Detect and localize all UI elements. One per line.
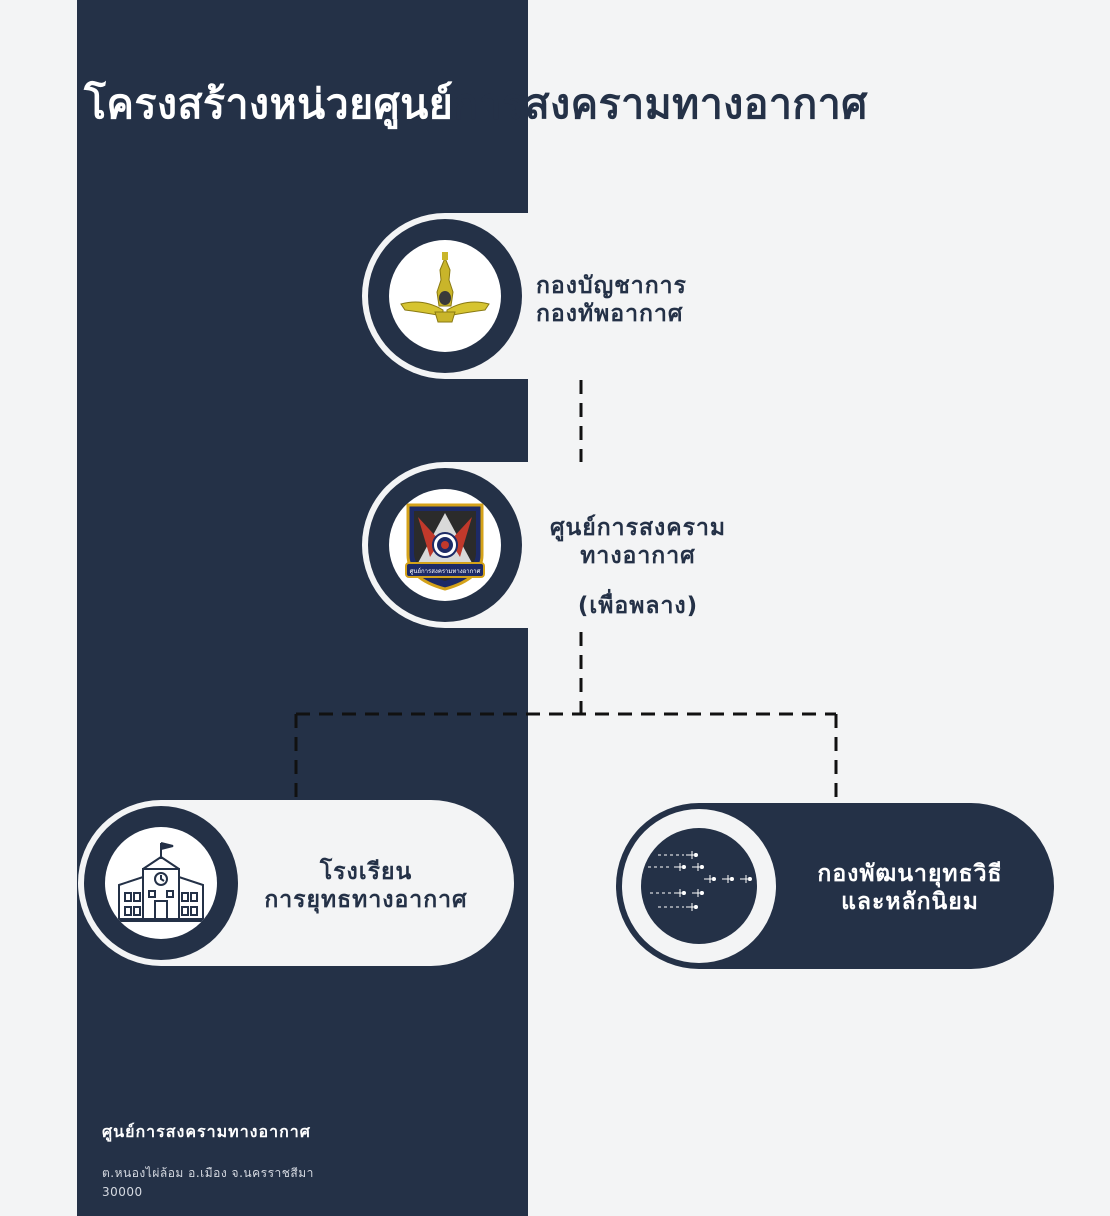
node-school-line2: การยุทธทางอากาศ (264, 887, 468, 913)
shield-emblem-icon: ศูนย์การสงครามทางอากาศ (405, 503, 485, 591)
footer-title: ศูนย์การสงครามทางอากาศ (102, 1122, 311, 1141)
page-title: โครงสร้างหน่วยศูนย์การสงครามทางอากาศ (84, 72, 1104, 137)
node-hq-line2: กองทัพอากาศ (536, 301, 684, 327)
node-tactics-line2: และหลักนิยม (841, 889, 979, 915)
node-awc-line1: ศูนย์การสงคราม (549, 515, 727, 541)
awc-emblem: ศูนย์การสงครามทางอากาศ (389, 489, 501, 601)
node-tactics-label: กองพัฒนายุทธวิธี และหลักนิยม (790, 860, 1030, 916)
title-light-part: โครงสร้างหน่วยศูนย์ (84, 80, 454, 128)
school-building-icon (115, 842, 207, 922)
node-school-ring (84, 806, 238, 960)
node-awc-line2: ทางอากาศ (580, 543, 696, 569)
node-hq-label: กองบัญชาการ กองทัพอากาศ (536, 272, 687, 328)
title-dark-part: การสงครามทางอากาศ (453, 80, 868, 128)
node-school-label: โรงเรียน การยุทธทางอากาศ (246, 858, 486, 914)
hq-emblem (389, 240, 501, 352)
footer-address-line1: ต.หนองไผ่ล้อม อ.เมือง จ.นครราชสีมา (102, 1166, 314, 1180)
shield-emblem-text: ศูนย์การสงครามทางอากาศ (410, 567, 481, 575)
footer-address-line2: 30000 (102, 1185, 143, 1199)
node-tactics-line1: กองพัฒนายุทธวิธี (817, 861, 1003, 887)
node-awc-note: (เพื่อพลาง) (577, 593, 699, 619)
node-school-line1: โรงเรียน (319, 859, 413, 885)
node-hq-ring (368, 219, 522, 373)
node-tactics-ring (622, 809, 776, 963)
jet-formation-icon (648, 851, 752, 911)
school-icon-wrap (105, 827, 217, 939)
footer-address: ต.หนองไผ่ล้อม อ.เมือง จ.นครราชสีมา 30000 (102, 1164, 314, 1202)
node-hq-line1: กองบัญชาการ (536, 273, 687, 299)
tactics-icon-wrap (641, 828, 757, 944)
winged-crown-emblem-icon (400, 252, 490, 323)
node-awc-label: ศูนย์การสงคราม ทางอากาศ (เพื่อพลาง) (532, 514, 744, 620)
node-awc-ring: ศูนย์การสงครามทางอากาศ (368, 468, 522, 622)
